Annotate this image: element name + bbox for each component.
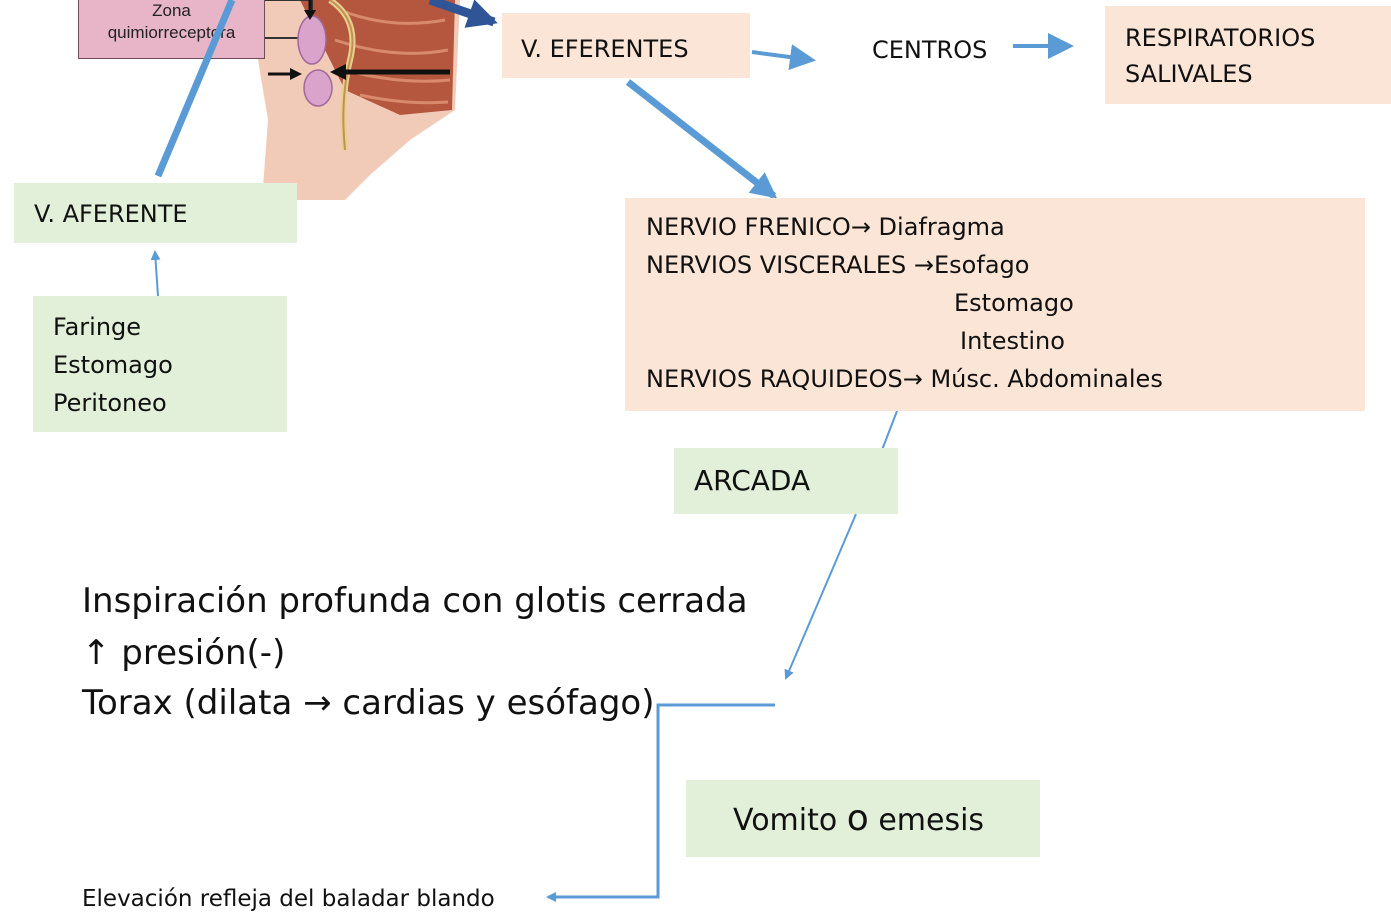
respiratorios-salivales-box: RESPIRATORIOS SALIVALES — [1105, 6, 1391, 104]
nervios-viscerales: NERVIOS VISCERALES →Esofago — [646, 251, 1030, 279]
emesis-label: emesis — [868, 803, 985, 838]
nervios-box: NERVIO FRENICO→ Diafragma NERVIOS VISCER… — [625, 198, 1365, 411]
arrow-aferente-up — [154, 0, 236, 178]
step-inspiracion: Inspiración profunda con glotis cerrada — [82, 581, 748, 621]
vomito-o: o — [846, 798, 869, 839]
arrow-arcada-to-steps — [784, 513, 857, 680]
target-intestino: Intestino — [960, 327, 1065, 355]
source-peritoneo: Peritoneo — [53, 389, 167, 417]
nervios-raquideos: NERVIOS RAQUIDEOS→ Músc. Abdominales — [646, 365, 1163, 393]
arrow-sources-to-aferente — [150, 250, 161, 297]
salivales-label: SALIVALES — [1125, 60, 1253, 88]
source-estomago: Estomago — [53, 351, 173, 379]
zona-label-line2: quimiorreceptora — [107, 23, 236, 42]
v-eferentes-label: V. EFERENTES — [521, 35, 689, 63]
target-estomago: Estomago — [954, 289, 1074, 317]
centros-label: CENTROS — [872, 36, 988, 64]
v-eferentes-box: V. EFERENTES — [502, 13, 750, 78]
vomito-box: Vomito o emesis — [686, 780, 1040, 857]
step-torax: Torax (dilata → cardias y esófago) — [82, 683, 655, 723]
zona-label-line1: Zona — [152, 1, 191, 20]
v-aferente-label: V. AFERENTE — [34, 200, 188, 228]
afferent-sources-box: Faringe Estomago Peritoneo — [33, 296, 287, 432]
arcada-box: ARCADA — [674, 448, 898, 514]
arrow-eferentes-to-centros — [751, 44, 816, 70]
arcada-label: ARCADA — [694, 464, 811, 497]
source-faringe: Faringe — [53, 313, 142, 341]
zona-quimiorreceptora-label: Zona quimiorreceptora — [78, 0, 265, 59]
connector-torax-to-elevacion — [546, 703, 775, 902]
anatomy-illustration: Zona quimiorreceptora — [0, 0, 460, 200]
respiratorios-label: RESPIRATORIOS — [1125, 24, 1316, 52]
arrow-eferentes-to-nervios — [625, 79, 778, 199]
vomito-label: Vomito — [733, 803, 847, 838]
nervio-frenico: NERVIO FRENICO→ Diafragma — [646, 213, 1005, 241]
elevacion-label: Elevación refleja del baladar blando — [82, 886, 495, 912]
step-presion: ↑ presión(-) — [82, 633, 286, 673]
dark-arrow-to-eferentes — [428, 0, 498, 28]
v-aferente-box: V. AFERENTE — [14, 183, 297, 243]
brainstem-drawing — [162, 0, 460, 200]
